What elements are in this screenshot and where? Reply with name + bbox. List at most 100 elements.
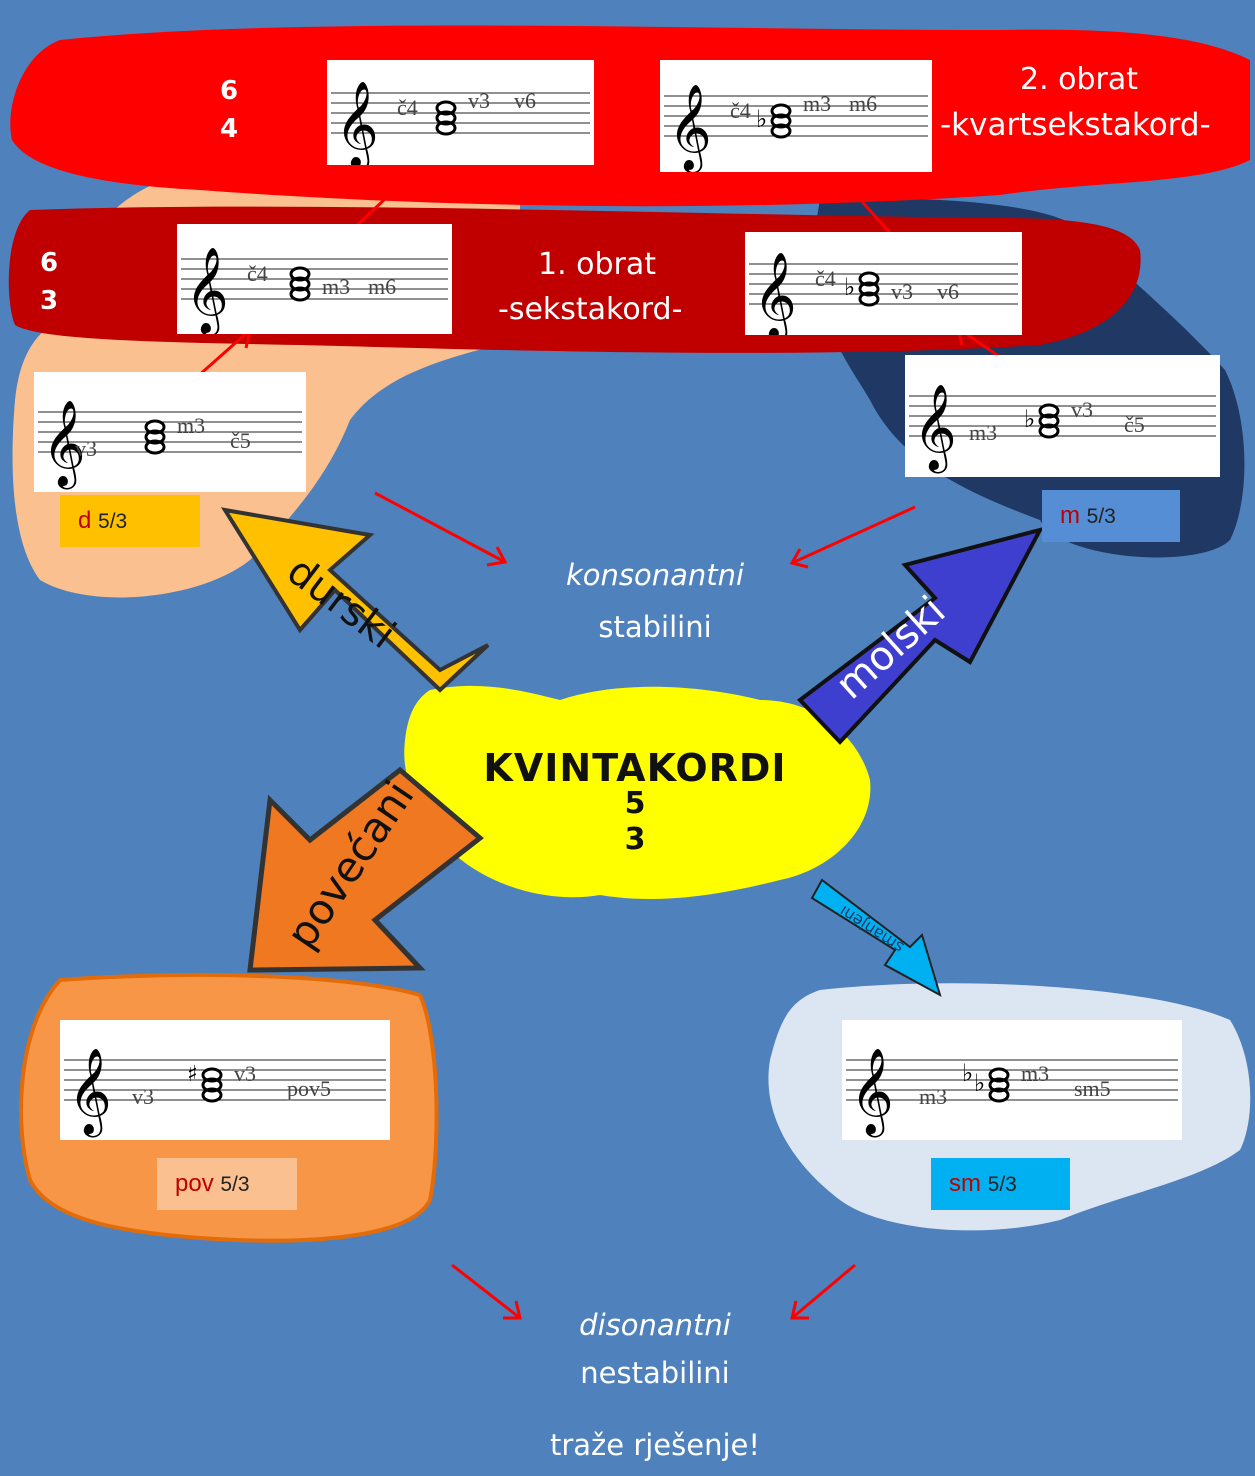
- tag-num: 5/3: [1086, 505, 1116, 528]
- treble-clef-icon: 𝄞: [753, 252, 797, 335]
- chord-note: [201, 1087, 223, 1103]
- interval-low: v3: [132, 1084, 154, 1109]
- chord-note: [289, 276, 311, 292]
- chord-note: [289, 266, 311, 282]
- interval-high: v3: [1071, 397, 1093, 422]
- chord-note: [988, 1087, 1010, 1103]
- dissonant-line1: disonantni: [579, 1308, 731, 1342]
- interval-outer: č5: [1124, 412, 1145, 437]
- figure-bottom: 3: [40, 286, 59, 316]
- interval-high: m3: [177, 413, 205, 438]
- interval-outer: č5: [230, 428, 251, 453]
- interval-outer: m6: [849, 91, 877, 116]
- chord-note: [289, 286, 311, 302]
- treble-clef-icon: 𝄞: [913, 384, 957, 474]
- minor-arrow: [797, 526, 1044, 745]
- second-inversion-subtitle: -kvartsekstakord-: [940, 107, 1211, 143]
- page-title: KVINTAKORDI: [483, 746, 787, 790]
- consonant-line2: stabilini: [598, 610, 712, 644]
- title-figure-top: 5: [624, 786, 646, 821]
- chord-note: [858, 291, 880, 307]
- tag-num: 5/3: [98, 510, 128, 533]
- treble-clef-icon: 𝄞: [42, 400, 86, 490]
- treble-clef-icon: 𝄞: [68, 1048, 112, 1138]
- flat-icon: ♭: [974, 1069, 985, 1097]
- tag-aug: pov 5/3: [157, 1158, 297, 1210]
- chord-note: [435, 110, 457, 126]
- chord-note: [435, 100, 457, 116]
- interval-outer: pov5: [287, 1076, 331, 1101]
- figure-top: 6: [220, 76, 239, 106]
- tag-minor: m 5/3: [1042, 490, 1180, 542]
- first-inversion-title: 1. obrat: [538, 247, 657, 282]
- treble-clef-icon: 𝄞: [185, 247, 229, 334]
- sharp-icon: ♯: [187, 1062, 198, 1087]
- interval-low: v3: [75, 436, 97, 461]
- interval-high: m3: [322, 274, 350, 299]
- title-figure-bottom: 3: [624, 822, 646, 857]
- major-arrow: [220, 507, 490, 693]
- tag-major: d 5/3: [60, 495, 200, 547]
- interval-high: m3: [803, 91, 831, 116]
- chord-note: [144, 429, 166, 445]
- chord-note: [1038, 413, 1060, 429]
- chord-note: [435, 120, 457, 136]
- chord-note: [201, 1067, 223, 1083]
- chord-note: [144, 419, 166, 435]
- chord-note: [988, 1067, 1010, 1083]
- chord-note: [144, 439, 166, 455]
- interval-outer: m6: [368, 274, 396, 299]
- first-inversion-figures: 6 3: [40, 244, 58, 320]
- consonant-line1: konsonantni: [565, 558, 745, 592]
- interval-low: č4: [730, 98, 751, 123]
- consonant-block: konsonantni stabilini: [520, 558, 790, 644]
- interval-low: č4: [247, 261, 268, 286]
- dissonant-block: disonantni nestabilini traže rješenje!: [520, 1308, 790, 1462]
- chord-note: [201, 1077, 223, 1093]
- tag-abbr: m: [1060, 502, 1080, 529]
- chord-note: [988, 1077, 1010, 1093]
- chord-note: [858, 271, 880, 287]
- chord-note: [1038, 403, 1060, 419]
- dissonant-line2: nestabilini: [580, 1356, 730, 1390]
- interval-low: m3: [969, 420, 997, 445]
- tag-abbr: pov: [175, 1170, 214, 1197]
- treble-clef-icon: 𝄞: [850, 1048, 894, 1138]
- flat-icon: ♭: [844, 273, 855, 301]
- aug-arrow: [247, 766, 484, 973]
- interval-low: m3: [919, 1084, 947, 1109]
- center-blob: [404, 685, 871, 900]
- treble-clef-icon: 𝄞: [335, 81, 379, 165]
- staff-svg: 𝄞 č4 m3 m6: [181, 247, 448, 334]
- chord-note: [770, 113, 792, 129]
- interval-high: v3: [891, 279, 913, 304]
- interval-outer: v6: [514, 88, 536, 113]
- staff-svg: 𝄞v3 m3 č5: [38, 400, 302, 490]
- interval-outer: v6: [937, 279, 959, 304]
- tag-num: 5/3: [220, 1173, 250, 1196]
- tag-abbr: sm: [949, 1170, 981, 1197]
- tag-abbr: d: [78, 507, 92, 534]
- chord-note: [1038, 423, 1060, 439]
- chord-note: [770, 103, 792, 119]
- tag-dim: sm 5/3: [931, 1158, 1070, 1210]
- chord-note: [858, 281, 880, 297]
- dim-arrow: [810, 878, 942, 998]
- chord-note: [770, 123, 792, 139]
- second-inversion-title: 2. obrat: [1020, 62, 1139, 97]
- staff-major-6: 𝄞 č4 m3 m6: [177, 224, 452, 334]
- second-inversion-figures: 6 4: [220, 72, 238, 148]
- center-title-block: KVINTAKORDI 5 3: [470, 746, 800, 858]
